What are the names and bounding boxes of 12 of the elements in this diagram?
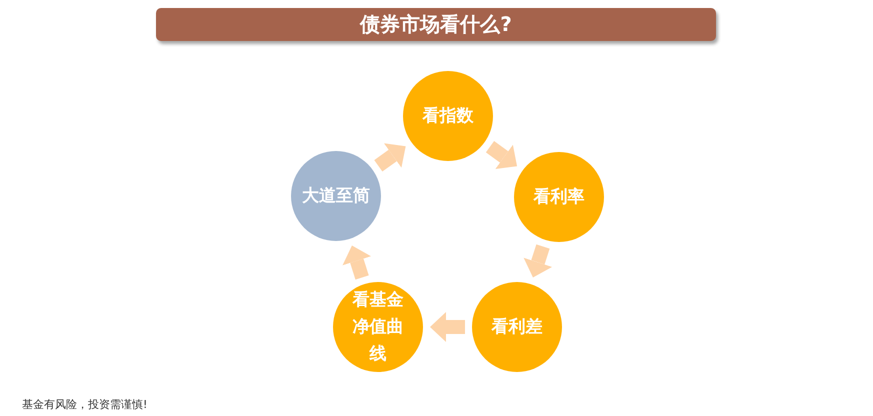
title-banner: 债券市场看什么? [156, 8, 716, 41]
arrow [486, 141, 518, 170]
step-circle: 看利差 [472, 282, 562, 372]
arrow [430, 312, 465, 342]
arrow [342, 246, 372, 280]
arrow [374, 143, 406, 172]
disclaimer-text: 基金有风险，投资需谨慎! [22, 398, 148, 412]
step-circle: 看利率 [514, 152, 604, 242]
step-circle: 看指数 [403, 71, 493, 161]
step-circle: 大道至简 [291, 151, 381, 241]
step-circle: 看基金净值曲线 [333, 282, 423, 372]
arrow [524, 244, 552, 278]
